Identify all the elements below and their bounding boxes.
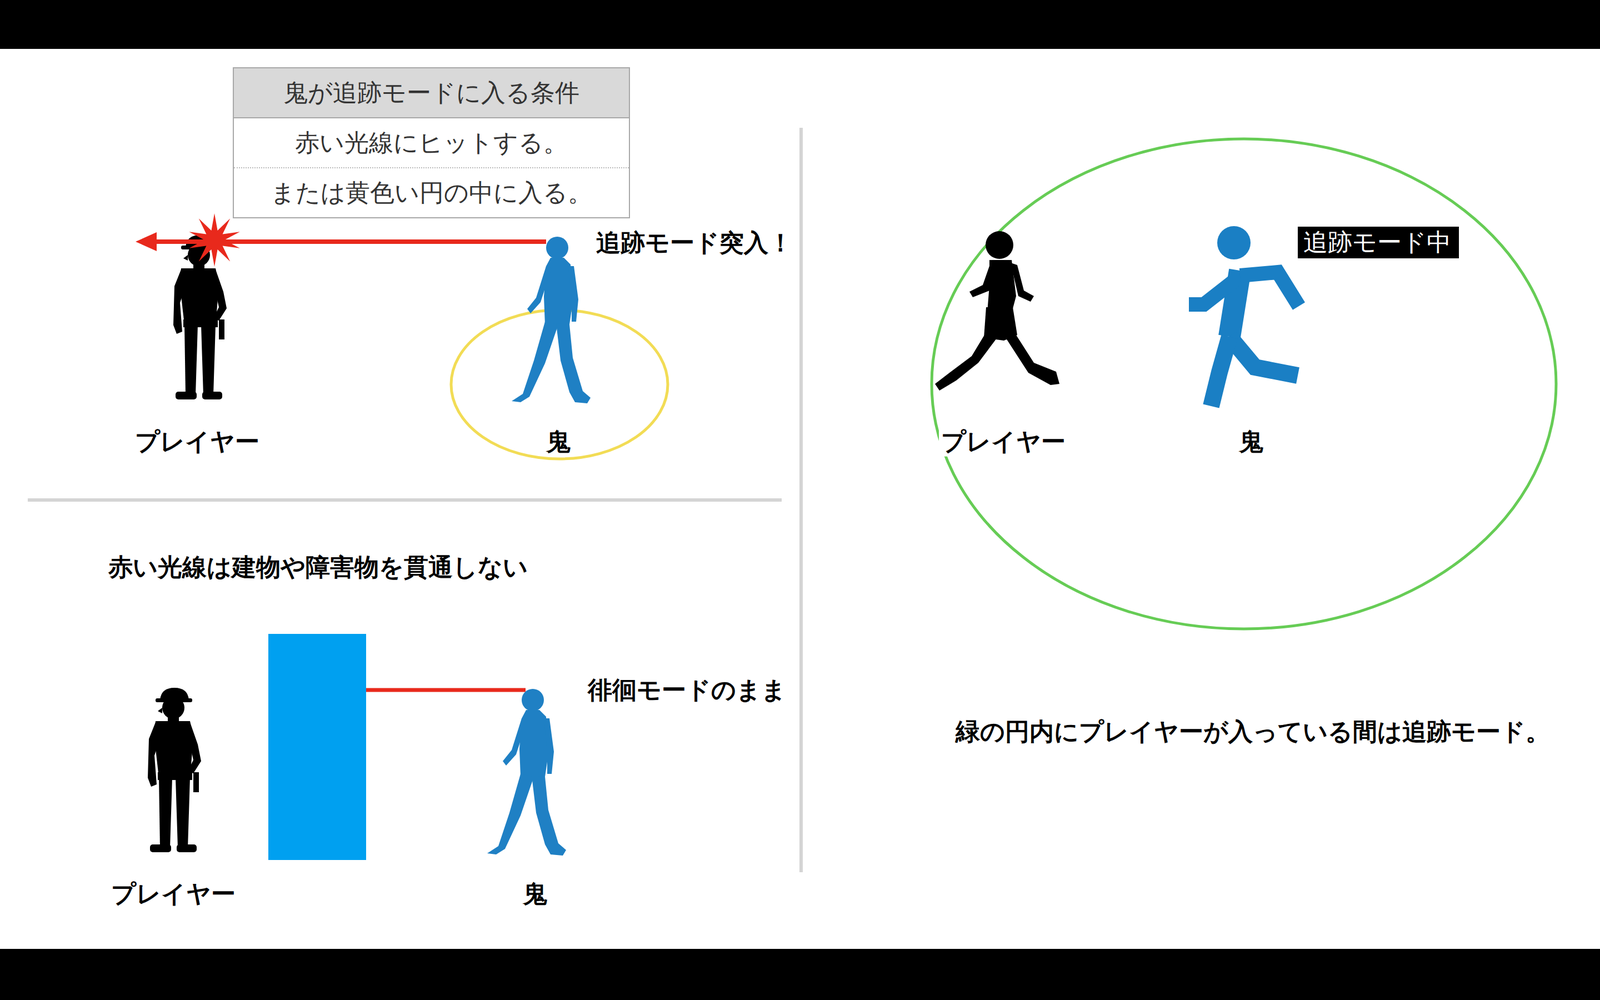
figure-label: プレイヤー — [108, 879, 238, 909]
figure-label: プレイヤー — [132, 427, 262, 457]
running-player — [935, 231, 1060, 391]
chase-circle — [931, 138, 1557, 629]
figure-label: 鬼 — [1236, 427, 1266, 457]
figure-label: 鬼 — [543, 427, 573, 457]
mode-text: 追跡モード中 — [1303, 227, 1454, 258]
section-note: 緑の円内にプレイヤーが入っている間は追跡モード。 — [953, 717, 1553, 747]
top-bar — [0, 0, 1600, 49]
beam-arrowhead — [135, 232, 157, 252]
player-figure — [147, 687, 202, 853]
red-beam — [366, 688, 526, 693]
oni-figure — [487, 688, 567, 856]
obstacle — [268, 633, 367, 860]
figure-label: 鬼 — [520, 879, 550, 909]
bottom-bar — [0, 948, 1600, 1000]
oni-figure — [511, 236, 591, 404]
oni-pictogram — [1188, 226, 1299, 407]
figure-label: プレイヤー — [938, 427, 1068, 457]
table-cell: または黄色い円の中に入る。 — [233, 167, 629, 218]
mode-tag: 追跡モード中 — [1297, 226, 1459, 259]
condition-table: 鬼が追跡モードに入る条件赤い光線にヒットする。または黄色い円の中に入る。 — [232, 67, 630, 219]
hit-burst — [188, 213, 240, 267]
state-note: 追跡モード突入！ — [593, 228, 795, 258]
table-cell: 赤い光線にヒットする。 — [233, 118, 629, 168]
table-header: 鬼が追跡モードに入る条件 — [233, 68, 629, 119]
divider — [27, 498, 782, 502]
divider — [799, 127, 803, 873]
state-note: 徘徊モードのまま — [585, 675, 789, 705]
section-note: 赤い光線は建物や障害物を貫通しない — [106, 552, 530, 583]
